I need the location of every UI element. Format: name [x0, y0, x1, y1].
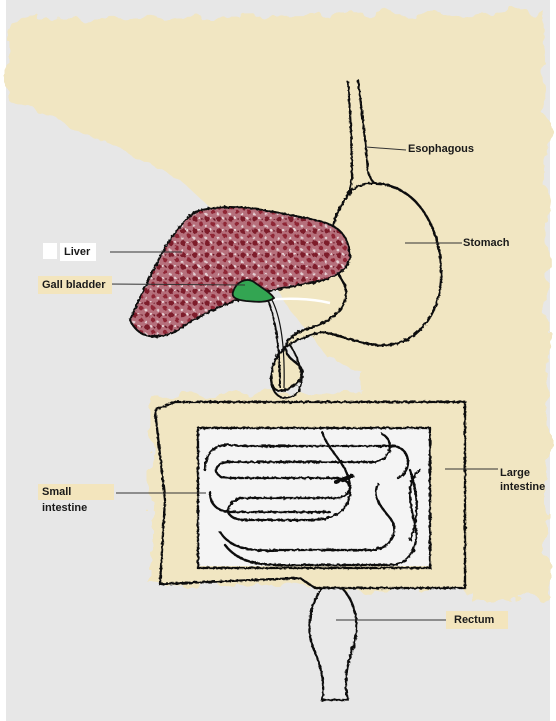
label-large-intestine: Large intestine: [500, 466, 545, 494]
label-large-intestine-line1: Large: [500, 466, 545, 480]
label-rectum: Rectum: [446, 611, 508, 629]
label-stomach: Stomach: [463, 236, 509, 250]
label-liver-marker: [43, 243, 57, 259]
label-large-intestine-line2: intestine: [500, 480, 545, 494]
label-liver: Liver: [60, 243, 96, 261]
label-small-intestine: Small intestine: [38, 484, 114, 516]
label-small-intestine-line2: intestine: [38, 500, 114, 516]
label-esophagus: Esophagous: [408, 142, 474, 156]
label-small-intestine-line1: Small: [38, 484, 114, 500]
label-gall-bladder: Gall bladder: [38, 276, 112, 294]
